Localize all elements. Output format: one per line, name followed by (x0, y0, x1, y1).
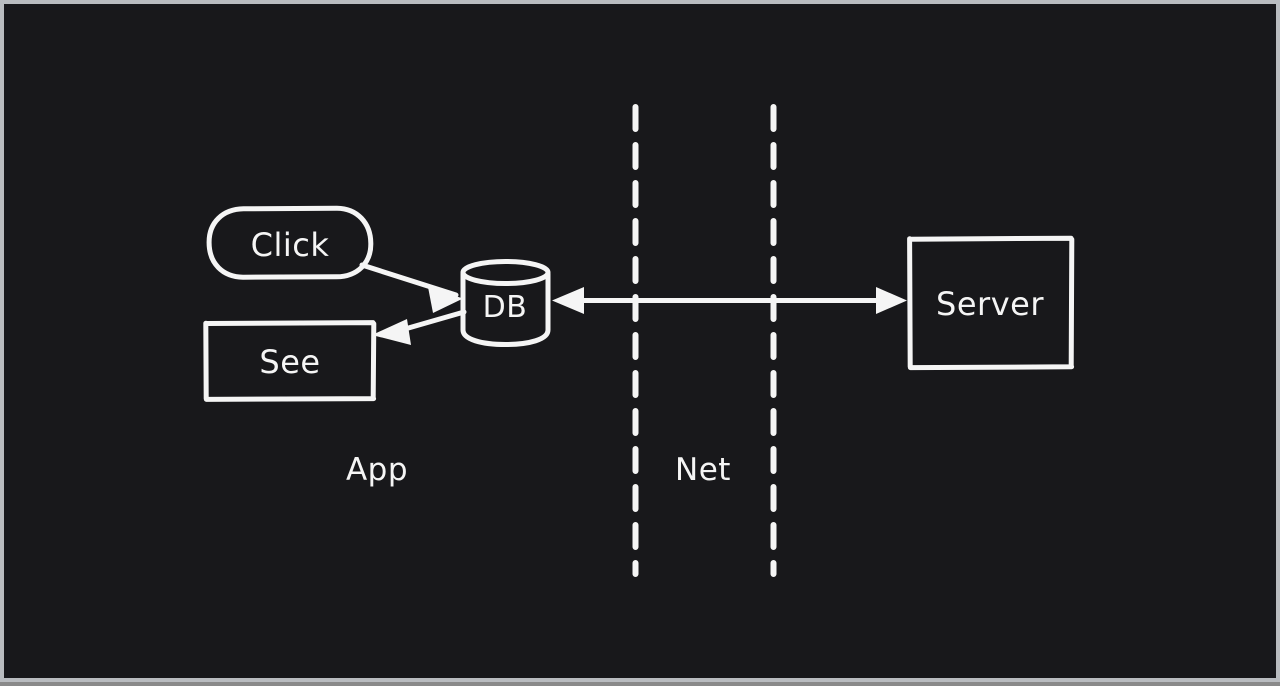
zone-label-app: App (346, 452, 408, 488)
edge-db-to-server-arrowhead-left (552, 287, 584, 314)
edge-db-to-see[interactable] (372, 309, 467, 345)
node-server[interactable]: Server (907, 235, 1075, 371)
zone-divider-group (632, 104, 777, 577)
node-db-label: DB (483, 290, 528, 325)
edge-db-to-see-line (395, 309, 467, 334)
node-see[interactable]: See (203, 320, 377, 402)
node-db-top-ellipse (460, 259, 551, 286)
edge-click-to-db-line (359, 262, 459, 298)
node-db[interactable]: DB (460, 259, 551, 347)
node-server-outline (907, 235, 1075, 371)
node-db-body (460, 271, 551, 347)
node-see-outline (203, 320, 377, 402)
edge-db-to-see-arrowhead (372, 319, 411, 345)
diagram-svg: Click See DB Server (203, 104, 1075, 577)
edge-db-to-server-arrowhead-right (876, 287, 907, 314)
node-click-label: Click (251, 226, 330, 264)
node-click-outline (206, 205, 374, 280)
node-see-label: See (259, 343, 320, 381)
edge-click-to-db[interactable] (359, 262, 463, 313)
edge-db-to-server[interactable] (552, 287, 907, 314)
node-server-label: Server (936, 285, 1044, 323)
diagram-scene: Click See DB Server (4, 4, 1276, 678)
node-click[interactable]: Click (206, 205, 374, 280)
zone-label-net: Net (675, 452, 731, 488)
zone-label-group: App Net (346, 452, 731, 488)
edge-click-to-db-arrowhead (428, 287, 463, 313)
